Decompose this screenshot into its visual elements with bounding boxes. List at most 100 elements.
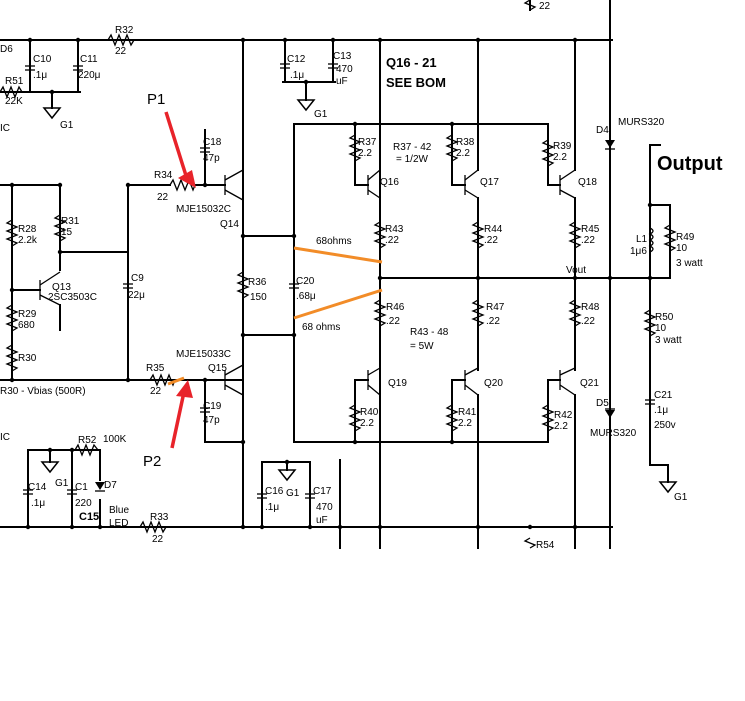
svg-text:IC: IC <box>0 123 10 134</box>
arrow-p2 <box>170 391 186 449</box>
transistor-q21 <box>559 367 576 396</box>
svg-text:Q14: Q14 <box>220 219 239 230</box>
svg-text:22: 22 <box>157 192 169 203</box>
svg-text:= 5W: = 5W <box>410 341 434 352</box>
svg-text:Q17: Q17 <box>480 177 499 188</box>
svg-text:R54: R54 <box>536 540 555 551</box>
capacitor-c9 <box>123 283 133 289</box>
annotations <box>164 111 383 449</box>
svg-text:MJE15032C: MJE15032C <box>176 204 231 215</box>
svg-text:Q13: Q13 <box>52 282 71 293</box>
svg-text:MJE15033C: MJE15033C <box>176 349 231 360</box>
svg-text:R39: R39 <box>553 141 572 152</box>
svg-text:R37 - 42: R37 - 42 <box>393 142 432 153</box>
svg-text:MURS320: MURS320 <box>618 117 665 128</box>
svg-text:R47: R47 <box>486 302 505 313</box>
svg-text:68ohms: 68ohms <box>316 236 352 247</box>
svg-text:680: 680 <box>18 320 35 331</box>
svg-text:IC: IC <box>0 432 10 443</box>
svg-text:R50: R50 <box>655 312 674 323</box>
capacitor-c1 <box>67 489 77 495</box>
svg-text:C13: C13 <box>333 51 352 62</box>
svg-text:100K: 100K <box>103 434 127 445</box>
svg-text:2.2: 2.2 <box>553 152 567 163</box>
svg-text:C10: C10 <box>33 54 52 65</box>
orange-line-b <box>293 288 383 320</box>
resistor-r50 <box>643 309 657 337</box>
svg-text:Q15: Q15 <box>208 363 227 374</box>
transistor-q15 <box>224 364 244 396</box>
transistor-q14 <box>224 169 244 201</box>
svg-text:.22: .22 <box>484 235 498 246</box>
svg-text:22: 22 <box>115 46 127 57</box>
svg-text:R30 - Vbias (500R): R30 - Vbias (500R) <box>0 386 86 397</box>
resistor-r41 <box>445 404 459 432</box>
junction-dots <box>9 37 653 530</box>
resistors <box>0 0 677 549</box>
svg-text:R37: R37 <box>358 137 377 148</box>
svg-text:C1: C1 <box>75 482 88 493</box>
svg-text:3 watt: 3 watt <box>676 258 703 269</box>
svg-text:470: 470 <box>336 64 353 75</box>
svg-text:D4: D4 <box>596 125 609 136</box>
svg-text:.22: .22 <box>581 316 595 327</box>
svg-text:Q16: Q16 <box>380 177 399 188</box>
orange-line-c <box>167 376 185 386</box>
inductor-l1 <box>648 227 654 253</box>
svg-text:R46: R46 <box>386 302 405 313</box>
resistor-r33 <box>139 520 167 534</box>
capacitor-c12 <box>280 63 290 69</box>
svg-text:G1: G1 <box>286 488 300 499</box>
resistor-r36 <box>236 271 250 299</box>
label-p2: P2 <box>143 453 161 470</box>
svg-text:R52: R52 <box>78 435 97 446</box>
label-p1: P1 <box>147 91 165 108</box>
svg-text:250v: 250v <box>654 420 676 431</box>
label-top-resistor: 22 <box>539 1 551 12</box>
svg-text:R42: R42 <box>554 410 573 421</box>
orange-line-a <box>293 246 383 264</box>
svg-text:R32: R32 <box>115 25 134 36</box>
resistor-r30 <box>5 344 19 372</box>
svg-text:C21: C21 <box>654 390 673 401</box>
capacitor-c13 <box>328 63 338 69</box>
svg-text:G1: G1 <box>674 492 688 503</box>
resistor-r45 <box>568 221 582 249</box>
svg-text:R28: R28 <box>18 224 37 235</box>
svg-text:Blue: Blue <box>109 505 129 516</box>
diode-d5 <box>605 408 615 418</box>
resistor-r37 <box>348 134 362 162</box>
svg-text:Q20: Q20 <box>484 378 503 389</box>
resistor-r34 <box>169 178 196 192</box>
svg-text:2SC3503C: 2SC3503C <box>48 292 97 303</box>
svg-text:C14: C14 <box>28 482 47 493</box>
svg-text:10: 10 <box>655 323 667 334</box>
svg-text:R33: R33 <box>150 512 169 523</box>
capacitor-c16 <box>257 493 267 499</box>
resistor-r51 <box>0 85 23 99</box>
svg-text:47p: 47p <box>203 415 220 426</box>
capacitor-c19 <box>200 407 210 413</box>
resistor-r32 <box>107 33 135 47</box>
svg-text:Vout: Vout <box>566 265 586 276</box>
transistor-q20 <box>464 367 479 396</box>
svg-text:22μ: 22μ <box>128 290 145 301</box>
svg-text:.22: .22 <box>385 235 399 246</box>
svg-text:Q16 - 21: Q16 - 21 <box>386 55 437 70</box>
svg-text:R35: R35 <box>146 363 165 374</box>
svg-text:R41: R41 <box>458 407 477 418</box>
arrow-head-p1 <box>178 170 196 188</box>
svg-text:L1: L1 <box>636 234 648 245</box>
capacitor-c18 <box>200 147 210 153</box>
resistor-r40 <box>348 404 362 432</box>
transistor-q18 <box>559 169 576 199</box>
svg-text:R49: R49 <box>676 232 695 243</box>
transistor-q16 <box>367 169 381 199</box>
resistor-r49 <box>663 224 677 252</box>
ground-icon <box>296 99 316 112</box>
capacitors <box>23 63 655 499</box>
svg-text:MURS320: MURS320 <box>590 428 637 439</box>
svg-text:C18: C18 <box>203 137 222 148</box>
svg-text:.68μ: .68μ <box>296 291 316 302</box>
